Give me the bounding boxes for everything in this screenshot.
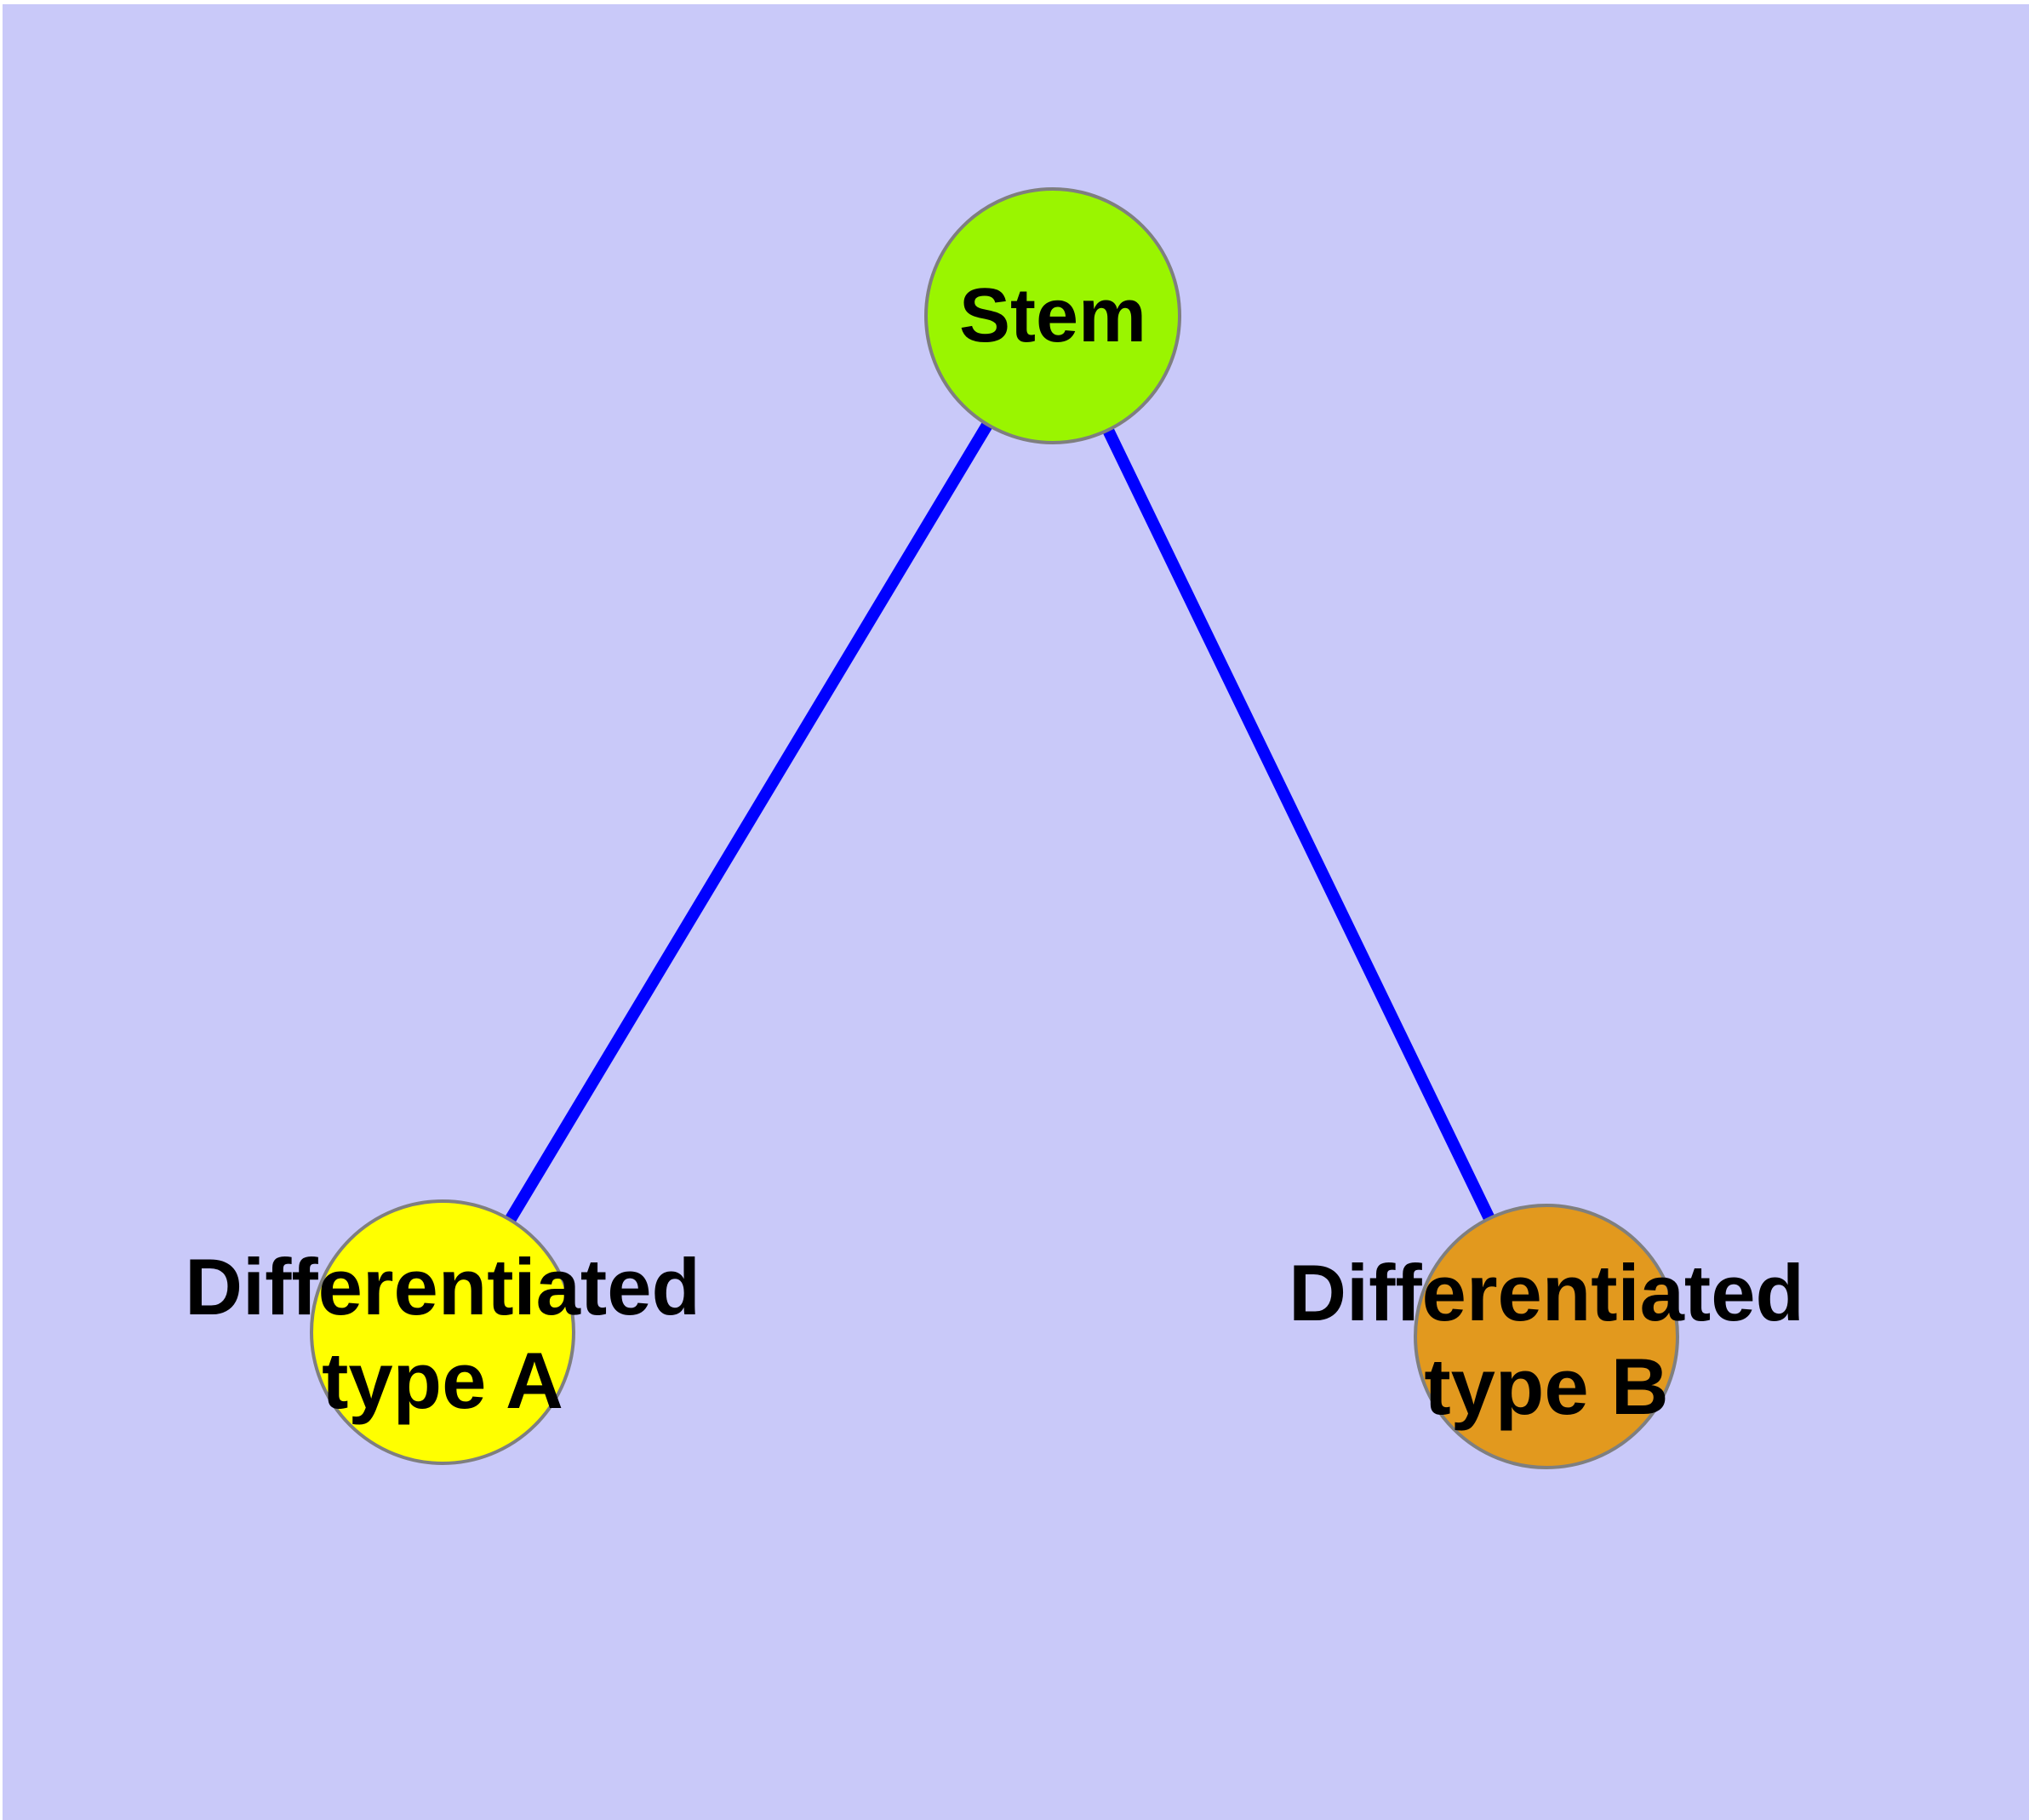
type-b-node-label-line2: type B (1424, 1342, 1669, 1431)
edge-stem-to-type-a (437, 312, 1059, 1336)
type-a-node-label-line2: type A (322, 1336, 563, 1425)
type-b-node-circle (1414, 1204, 1679, 1469)
stem-node-label-text: Stem (958, 273, 1147, 358)
edge-stem-to-type-b (1047, 312, 1552, 1340)
type-b-node-label: Differentiated type B (1289, 1246, 1804, 1434)
type-b-node-label-line1: Differentiated (1289, 1248, 1804, 1337)
type-a-node-circle (310, 1199, 575, 1465)
type-a-node-label-line1: Differentiated (185, 1242, 700, 1331)
type-a-node-label: Differentiated type A (185, 1240, 700, 1428)
stem-node-label: Stem (959, 273, 1146, 358)
stem-node-circle (924, 187, 1181, 444)
